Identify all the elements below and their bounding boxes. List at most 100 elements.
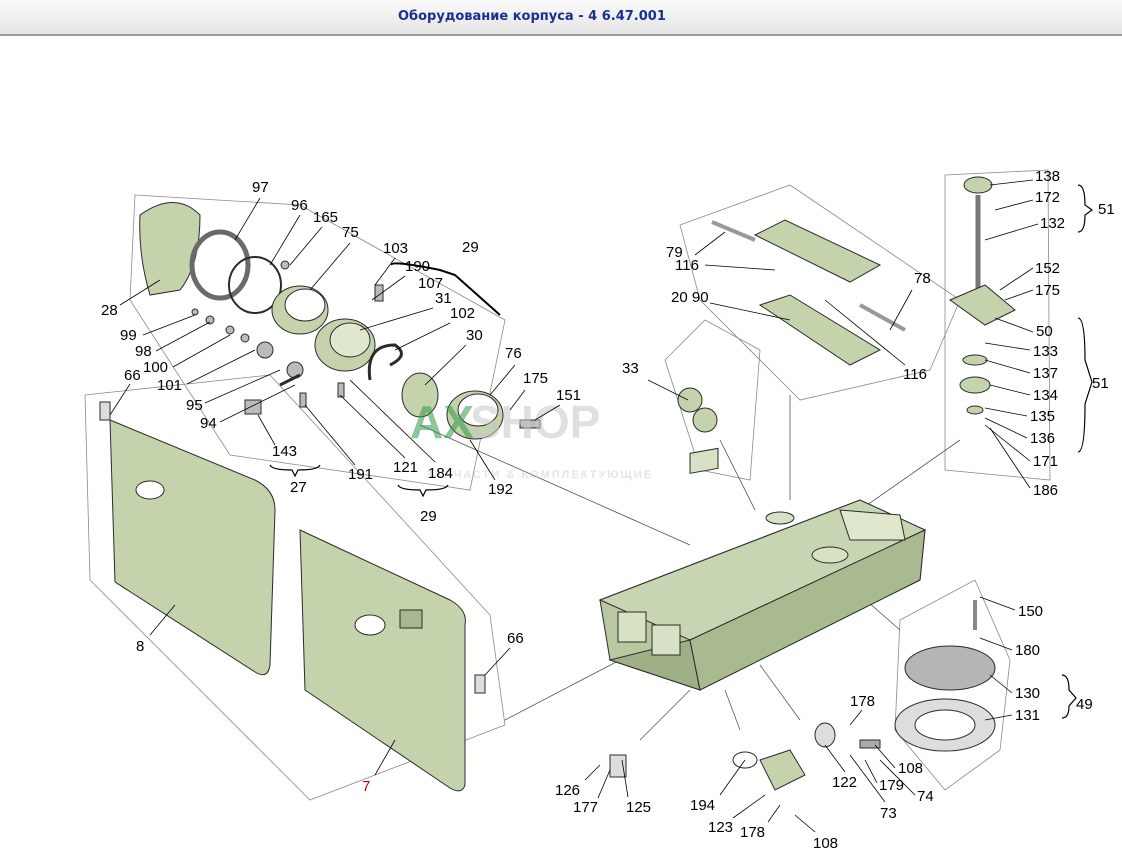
callout-132: 132 [1040,215,1065,232]
exploded-parts-diagram: AX SHOP ЗАПЧАСТИ & КОМПЛЕКТУЮЩИЕ 97 96 1… [84,168,1115,852]
callout-103: 103 [383,240,408,257]
window-title: Оборудование корпуса - 4 6.47.001 [398,9,666,24]
plate-upper [753,219,882,283]
callout-171: 171 [1033,453,1058,470]
callout-175-left: 175 [523,370,548,387]
callout-126: 126 [555,782,580,799]
callout-177: 177 [573,799,598,816]
connector-lines [419,395,961,741]
callout-190: 190 [405,258,430,275]
callout-96: 96 [291,197,308,214]
plug-33b [692,407,718,433]
callout-179: 179 [879,777,904,794]
callout-78: 78 [914,270,931,287]
callout-7: 7 [362,778,370,795]
callout-95: 95 [186,397,203,414]
group-outlines [84,169,1051,801]
callout-107: 107 [418,275,443,292]
plate-lower [758,294,882,366]
callout-51-bottom: 51 [1092,375,1109,392]
hatch-outline [894,579,1011,791]
callout-123: 123 [708,819,733,836]
callout-191: 191 [348,466,373,483]
callout-134: 134 [1033,387,1058,404]
callout-175-right: 175 [1035,282,1060,299]
callout-30: 30 [466,327,483,344]
ring-96 [228,256,282,314]
callout-151: 151 [556,387,581,404]
callout-137: 137 [1033,365,1058,382]
spring-102 [367,343,403,381]
callout-135: 135 [1030,408,1055,425]
callout-108-right: 108 [898,760,923,777]
callout-79: 79 [666,244,683,261]
callout-27: 27 [290,479,307,496]
plate-30 [401,372,439,418]
right-assembly-parts [948,176,1016,415]
watermark-logo-a: AX [410,396,474,448]
callout-75: 75 [342,224,359,241]
callout-116-bottom: 116 [903,366,927,383]
callout-33: 33 [622,360,639,377]
callout-122: 122 [832,774,857,791]
callout-76: 76 [505,345,522,362]
callout-130: 130 [1015,685,1040,702]
callout-98: 98 [135,343,152,360]
callout-125: 125 [626,799,651,816]
callout-192: 192 [488,481,513,498]
callout-28: 28 [101,302,118,319]
right-assembly-outline [944,169,1051,481]
callout-97: 97 [252,179,269,196]
watermark-logo-b: SHOP [470,396,600,448]
callout-8: 8 [136,638,144,655]
gasket-97 [189,229,251,301]
watermark-tagline: ЗАПЧАСТИ & КОМПЛЕКТУЮЩИЕ [425,469,653,481]
hull-body [598,447,927,691]
plug-33a [677,387,703,413]
plug-outline [664,319,761,481]
callout-116-top: 116 [675,257,699,274]
callout-136: 136 [1030,430,1055,447]
cover-28 [139,202,201,296]
callout-99: 99 [120,327,137,344]
callout-102: 102 [450,305,475,322]
callout-133: 133 [1033,343,1058,360]
callout-178-bottom: 178 [740,824,765,841]
door-7 [299,529,466,792]
callout-101: 101 [157,377,182,394]
left-assembly-parts [139,202,541,440]
callout-20-90: 20 90 [671,289,709,306]
callout-73: 73 [880,805,897,822]
callout-49: 49 [1076,696,1093,713]
callout-131: 131 [1015,707,1040,724]
left-assembly-outline [129,194,506,491]
bottom-parts [609,722,881,791]
callout-31: 31 [435,290,452,307]
cover-assembly-outline [679,184,961,401]
callout-143: 143 [272,443,297,460]
cover-parts [677,219,906,433]
callout-138: 138 [1035,168,1060,185]
callout-94: 94 [200,415,217,432]
callout-74: 74 [917,788,934,805]
callout-66-top: 66 [124,367,141,384]
callout-150: 150 [1018,603,1043,620]
callout-100: 100 [143,359,168,376]
doors-outline [84,374,506,801]
callout-165: 165 [313,209,338,226]
callout-184: 184 [428,465,453,482]
callout-50: 50 [1036,323,1053,340]
callout-108-bottom: 108 [813,835,838,852]
callout-121: 121 [393,459,418,476]
brackets [269,184,1094,719]
callout-194: 194 [690,797,715,814]
watermark: AX SHOP ЗАПЧАСТИ & КОМПЛЕКТУЮЩИЕ [410,396,653,481]
callout-152: 152 [1035,260,1060,277]
callout-178-right: 178 [850,693,875,710]
callout-172: 172 [1035,189,1060,206]
title-bar: Оборудование корпуса - 4 6.47.001 [0,0,1122,36]
callout-29-bottom: 29 [420,508,437,525]
leader-lines [109,179,1039,833]
callout-labels: 97 96 165 75 103 29 190 107 31 102 30 28… [101,168,1115,852]
callout-186: 186 [1033,482,1058,499]
